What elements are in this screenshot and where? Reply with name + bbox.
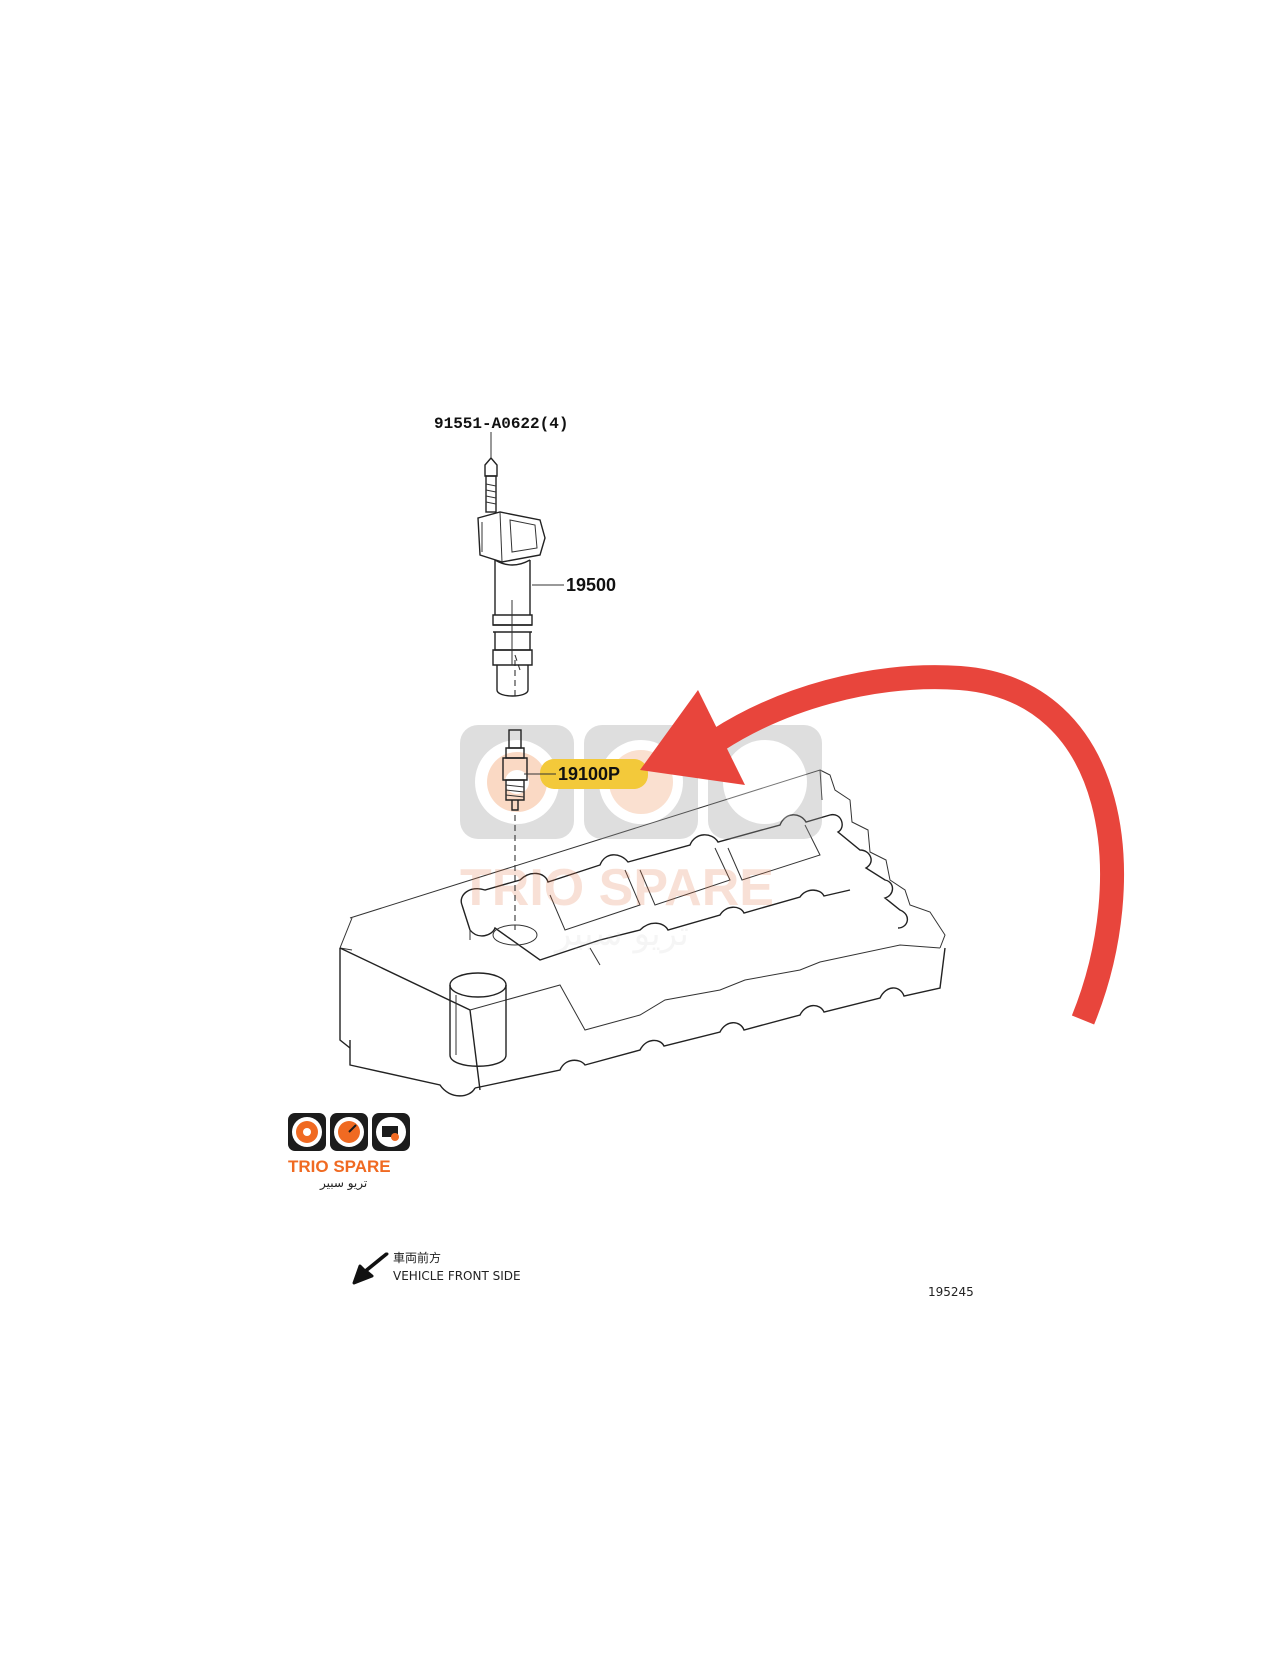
engine-icon	[372, 1113, 410, 1151]
watermark-arabic: تريو سبير	[553, 914, 689, 954]
logo-arabic-name: تريو سبير	[319, 1176, 367, 1191]
vehicle-front-arrow-icon	[352, 1252, 389, 1285]
brand-logo: TRIO SPARE تريو سبير	[288, 1113, 410, 1191]
vehicle-front-indicator: 車両前方 VEHICLE FRONT SIDE	[352, 1250, 521, 1285]
ignition-coil-drawing	[477, 511, 546, 697]
watermark-brand: TRIO SPARE	[460, 859, 774, 917]
figure-number: 195245	[928, 1285, 974, 1299]
callout-bolt: 91551-A0622(4)	[434, 415, 568, 433]
bolt-drawing	[484, 456, 498, 513]
cylinder-head-drawing	[339, 769, 946, 1097]
speedometer-icon	[330, 1113, 368, 1151]
watermark-disc-brake-icon	[460, 725, 574, 839]
watermark-engine-icon	[708, 725, 822, 839]
logo-brand-name: TRIO SPARE	[288, 1157, 391, 1176]
direction-label-japanese: 車両前方	[393, 1250, 441, 1265]
red-arrow-icon	[640, 665, 1124, 1025]
part-highlight	[540, 759, 648, 789]
callout-coil: 19500	[566, 575, 616, 595]
direction-label-english: VEHICLE FRONT SIDE	[393, 1269, 521, 1283]
callout-spark-plug: 19100P	[558, 764, 620, 784]
watermark: TRIO SPARE تريو سبير	[460, 725, 822, 954]
disc-brake-icon	[288, 1113, 326, 1151]
spark-plug-drawing	[502, 729, 528, 811]
